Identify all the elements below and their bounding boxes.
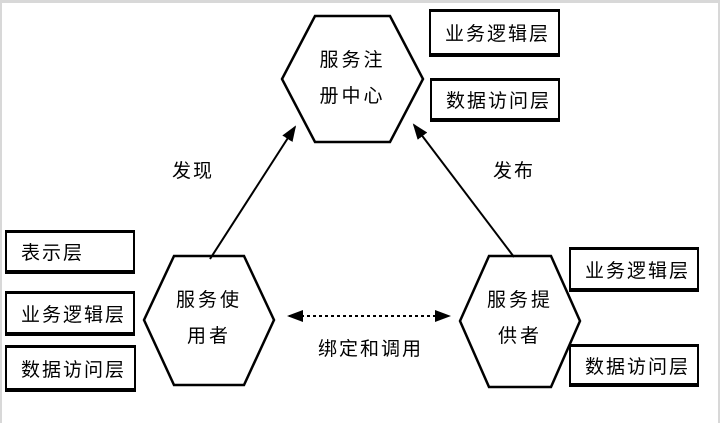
discover-edge-label: 发现: [172, 161, 215, 182]
publish-arrow: [412, 123, 515, 258]
registry-business-logic-layer-box: 业务逻辑层: [429, 9, 560, 57]
hexagon-service-registry: [280, 14, 425, 144]
service-registry-label-line1: 服务注: [319, 50, 386, 71]
discover-arrow: [209, 125, 297, 260]
provider-data-access-layer-box: 数据访问层: [569, 344, 699, 387]
service-consumer-label: 服务使 用者: [144, 283, 274, 355]
hexagon-service-provider: [458, 254, 582, 389]
provider-business-logic-layer-box: 业务逻辑层: [569, 247, 699, 292]
diagram-shapes-layer: [142, 14, 582, 389]
consumer-business-logic-layer-box: 业务逻辑层: [5, 291, 135, 336]
consumer-presentation-layer-box: 表示层: [5, 230, 135, 274]
registry-data-access-layer-box: 数据访问层: [430, 78, 560, 122]
service-provider-label-line1: 服务提: [486, 290, 553, 311]
consumer-data-access-layer-box: 数据访问层: [5, 345, 136, 392]
service-consumer-label-line1: 服务使: [175, 290, 242, 311]
publish-edge-label: 发布: [493, 161, 536, 182]
service-consumer-label-line2: 用者: [186, 326, 231, 347]
service-provider-label-line2: 供者: [497, 326, 542, 347]
service-provider-label: 服务提 供者: [458, 283, 582, 355]
hexagon-service-consumer: [142, 254, 276, 387]
service-registry-label: 服务注 册中心: [282, 43, 423, 115]
bind-invoke-edge-label: 绑定和调用: [318, 339, 424, 360]
service-registry-label-line2: 册中心: [319, 86, 386, 107]
